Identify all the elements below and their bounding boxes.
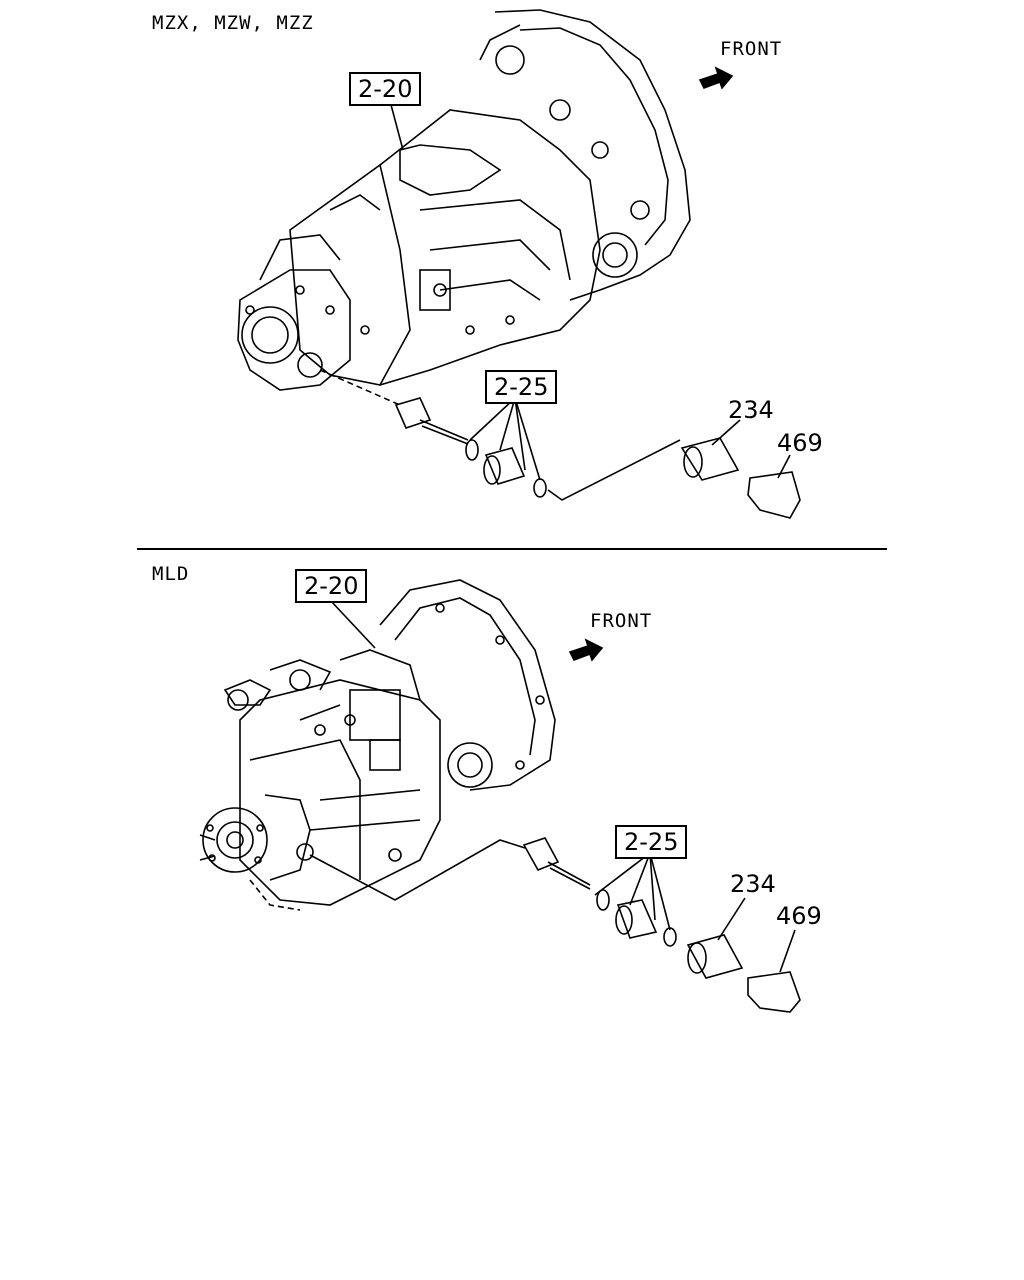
bottom-part-469[interactable]: 469 [776, 902, 822, 930]
bottom-speedo-parts [309, 837, 801, 1013]
top-transmission-drawing [237, 9, 691, 406]
top-leader-2-20 [389, 100, 404, 151]
bottom-part-234[interactable]: 234 [730, 870, 776, 898]
bottom-variant-label: MLD [152, 563, 190, 585]
bottom-transmission-drawing [199, 579, 556, 911]
top-front-arrow-icon [698, 66, 734, 90]
section-divider [137, 548, 887, 550]
top-variant-label: MZX, MZW, MZZ [152, 12, 314, 34]
top-front-label: FRONT [720, 38, 783, 60]
bottom-leader-2-20 [329, 599, 376, 649]
top-speedo-parts [394, 397, 801, 519]
bottom-ref-2-20[interactable]: 2-20 [295, 569, 368, 603]
top-part-234[interactable]: 234 [728, 396, 774, 424]
top-part-469[interactable]: 469 [777, 429, 823, 457]
bottom-front-arrow-icon [568, 638, 604, 662]
bottom-ref-2-25[interactable]: 2-25 [615, 825, 688, 859]
top-ref-2-20[interactable]: 2-20 [349, 72, 422, 106]
top-ref-2-25[interactable]: 2-25 [485, 370, 558, 404]
bottom-front-label: FRONT [590, 610, 653, 632]
